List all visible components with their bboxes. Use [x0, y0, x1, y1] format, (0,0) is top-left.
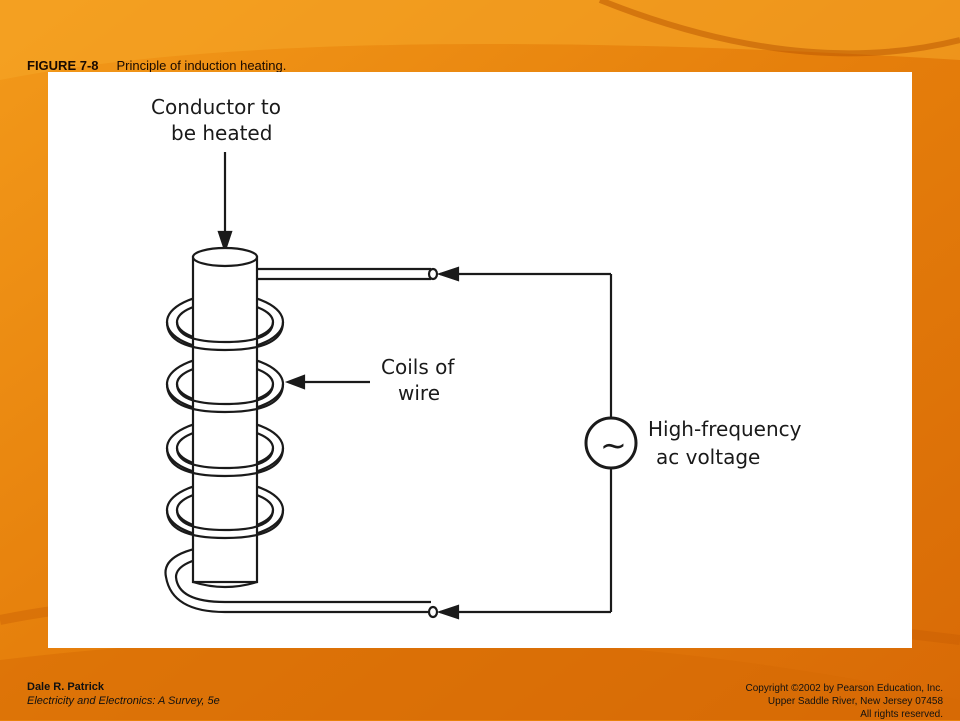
- figure-number: FIGURE 7-8: [27, 58, 99, 73]
- induction-heating-diagram: Conductor to be heated Coils of wire ~ H…: [151, 95, 802, 620]
- figure-title: Principle of induction heating.: [116, 58, 287, 73]
- top-current-arrow: [436, 266, 460, 282]
- book-title: Electricity and Electronics: A Survey, 5…: [27, 695, 220, 707]
- conductor-label-line2: be heated: [171, 121, 272, 145]
- ac-source-icon: [584, 416, 638, 470]
- source-label-line2: ac voltage: [656, 445, 760, 469]
- coils-label-line1: Coils of: [381, 355, 455, 379]
- coil-fronts: [165, 321, 285, 540]
- publisher-address: Upper Saddle River, New Jersey 07458: [767, 696, 943, 707]
- bottom-terminal: [427, 605, 439, 619]
- author-name: Dale R. Patrick: [27, 681, 105, 693]
- footer-copyright-block: Copyright ©2002 by Pearson Education, In…: [746, 682, 944, 721]
- bottom-current-arrow: [436, 604, 460, 620]
- conductor-label-line1: Conductor to: [151, 95, 281, 119]
- source-label-line1: High-frequency: [648, 417, 802, 441]
- top-lead-wire: [257, 267, 439, 281]
- ac-source-symbol: ~: [600, 426, 627, 464]
- footer-author-block: Dale R. Patrick Electricity and Electron…: [27, 680, 220, 708]
- circuit-wire: [440, 272, 613, 614]
- conductor-arrowhead: [217, 230, 233, 254]
- rights-line: All rights reserved.: [860, 709, 943, 720]
- diagram-panel: Conductor to be heated Coils of wire ~ H…: [48, 72, 912, 648]
- figure-caption: FIGURE 7-8 Principle of induction heating…: [27, 58, 286, 73]
- copyright-line: Copyright ©2002 by Pearson Education, In…: [745, 683, 944, 694]
- coils-label-line2: wire: [398, 381, 440, 405]
- coils-arrowhead: [284, 374, 306, 390]
